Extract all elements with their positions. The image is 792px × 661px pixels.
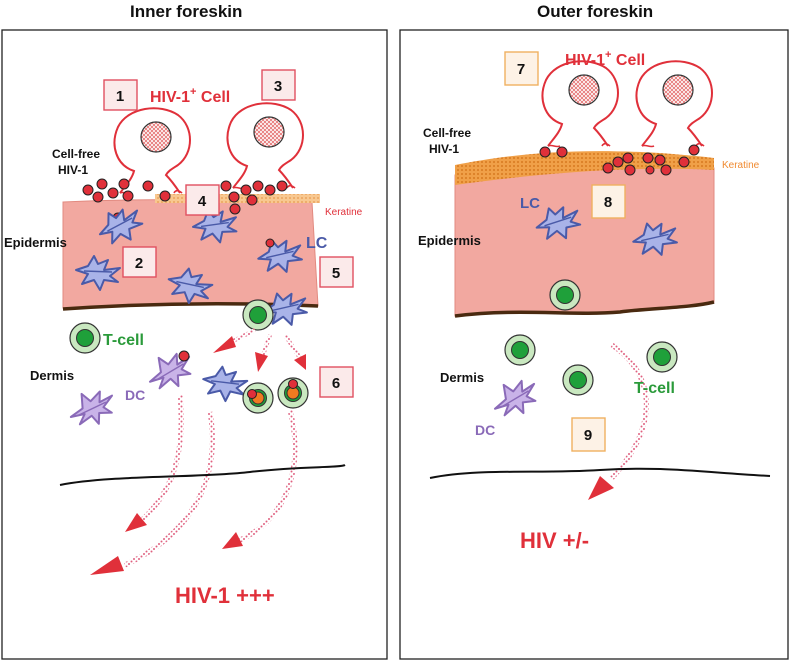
outer-epidermis-label: Epidermis [418,233,481,248]
inner-dermis-boundary [59,464,346,486]
outer-lc-label: LC [520,195,540,212]
inner-step-boxes [103,69,354,398]
outer-tcell [504,334,536,366]
step-number-2: 2 [135,255,143,272]
inner-virion [265,238,275,248]
outer-dc-label: DC [475,422,495,438]
step-number-9: 9 [584,427,592,444]
step-number-6: 6 [332,375,340,392]
inner-lc-label: LC [306,235,328,252]
outer-cellfree-virions [539,144,700,176]
inner-virion [178,350,190,362]
inner-foreskin-title: Inner foreskin [130,2,243,21]
step-number-5: 5 [332,265,340,282]
outer-step-boxes [504,51,626,452]
outer-tcell [549,279,581,311]
inner-cellfree-label-2: HIV-1 [58,163,88,177]
inner-dc-label: DC [125,387,145,403]
outer-foreskin-title: Outer foreskin [537,2,654,21]
outer-tcell-label: T-cell [634,380,675,397]
inner-tcell-label: T-cell [103,332,144,349]
inner-panel-frame [1,29,388,660]
outer-basement-membrane [454,300,715,318]
outer-migration-arrow-head [588,476,614,500]
outer-migration-arrow [610,342,649,480]
outer-keratine-label: Keratine [722,160,760,171]
outer-tcell [646,341,678,373]
step-number-1: 1 [116,88,124,105]
inner-tcell [69,322,101,354]
inner-cellfree-label-1: Cell-free [52,147,100,161]
outer-cellfree-label-1: Cell-free [423,126,471,140]
outer-tcell [562,364,594,396]
inner-short-arrows [213,328,306,372]
inner-cellfree-virions [82,178,288,224]
inner-hiv-cell-label: HIV-1+ Cell [150,86,230,106]
outer-dermis-boundary [429,467,771,479]
step-number-4: 4 [198,193,207,210]
inner-outcome-label: HIV-1 +++ [175,583,275,608]
step-number-8: 8 [604,194,612,211]
outer-dermis-label: Dermis [440,370,484,385]
step-number-3: 3 [274,78,282,95]
inner-tcell [242,299,274,331]
inner-keratine-label: Keratine [325,207,363,218]
outer-outcome-label: HIV +/- [520,528,589,553]
inner-dermis-label: Dermis [30,368,74,383]
outer-hiv-cell-label: HIV-1+ Cell [565,49,645,69]
inner-migration-arrows [90,394,298,575]
step-number-7: 7 [517,61,525,78]
outer-cellfree-label-2: HIV-1 [429,142,459,156]
inner-epidermis-label: Epidermis [4,235,67,250]
